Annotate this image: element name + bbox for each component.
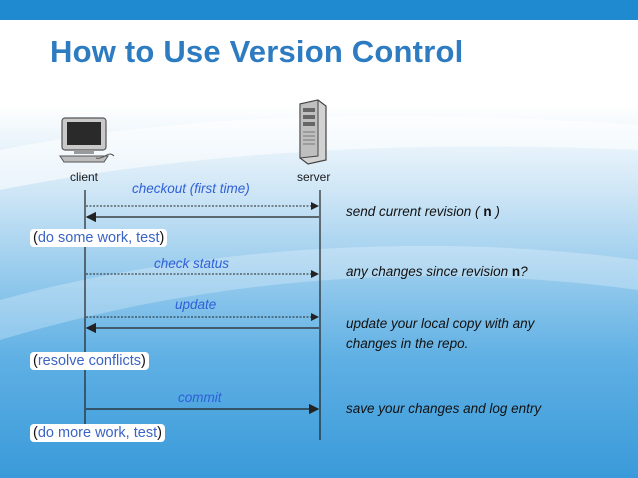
client-step-more-work: (do more work, test) [30,424,165,442]
note-save-changes: save your changes and log entry [346,401,542,416]
message-checkout: checkout (first time) [132,181,250,196]
client-step-do-work: (do some work, test) [30,229,168,247]
message-update: update [175,297,217,312]
message-check-status: check status [154,256,230,271]
client-label: client [70,170,99,184]
note-send-revision: send current revision ( n ) [346,204,500,219]
client-step-resolve-conflicts: (resolve conflicts) [30,352,149,370]
top-accent-bar [0,0,638,20]
slide-title: How to Use Version Control [50,34,464,69]
note-any-changes: any changes since revision n? [346,264,528,279]
server-label: server [297,170,331,184]
message-commit: commit [178,390,222,405]
